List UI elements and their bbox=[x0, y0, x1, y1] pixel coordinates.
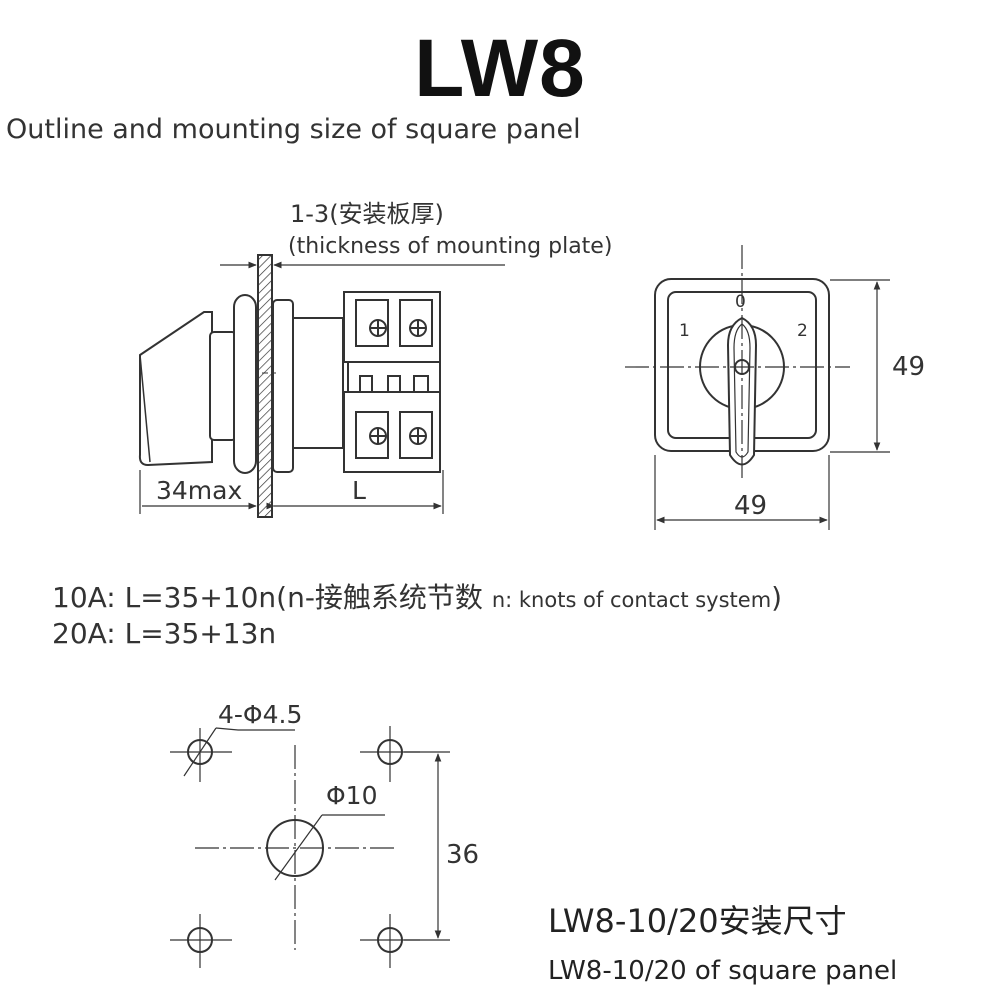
dimension-width-49: 49 bbox=[734, 491, 768, 521]
dimension-36: 36 bbox=[446, 840, 480, 870]
mounting-diagram bbox=[170, 726, 420, 968]
front-view-dimensions bbox=[654, 279, 890, 530]
hole-top-left bbox=[170, 727, 232, 782]
mounting-dimensions bbox=[404, 751, 450, 941]
front-view bbox=[625, 245, 850, 478]
caption-cn: LW8-10/20安装尺寸 bbox=[548, 902, 847, 940]
bezel bbox=[233, 294, 257, 474]
hole-bottom-left bbox=[170, 914, 232, 968]
mounting-holes-label: 4-Φ4.5 bbox=[218, 700, 303, 729]
knob-base bbox=[209, 331, 237, 441]
contact-block-lower bbox=[343, 391, 441, 473]
side-view bbox=[138, 254, 441, 518]
shaft-housing bbox=[292, 317, 344, 449]
dimension-height-49: 49 bbox=[892, 352, 926, 382]
hole-top-right bbox=[360, 726, 420, 782]
contact-block-middle bbox=[347, 362, 441, 393]
hole-bottom-right bbox=[360, 914, 420, 968]
page-subtitle: Outline and mounting size of square pane… bbox=[6, 114, 581, 145]
dimension-L: L bbox=[352, 476, 366, 505]
mounting-plate bbox=[257, 254, 273, 518]
formula-10a: 10A: L=35+10n(n-接触系统节数 n: knots of conta… bbox=[52, 584, 782, 612]
handle-shape bbox=[138, 311, 213, 467]
switch-position-2: 2 bbox=[797, 321, 808, 341]
caption-en: LW8-10/20 of square panel bbox=[548, 956, 898, 986]
switch-position-1: 1 bbox=[679, 321, 690, 341]
formula-10a-note: n: knots of contact system bbox=[491, 588, 772, 612]
side-view-dimensions bbox=[139, 261, 505, 514]
thickness-label-cn: 1-3(安装板厚) bbox=[290, 200, 444, 228]
formula-10a-main: 10A: L=35+10n(n-接触系统节数 bbox=[52, 581, 492, 614]
center-hole-label: Φ10 bbox=[326, 781, 378, 810]
nut bbox=[272, 299, 294, 473]
dimension-34max: 34max bbox=[156, 476, 243, 505]
formula-20a: 20A: L=35+13n bbox=[52, 617, 277, 650]
switch-position-0: 0 bbox=[735, 292, 746, 312]
center-hole bbox=[195, 745, 395, 950]
thickness-label-en: (thickness of mounting plate) bbox=[288, 234, 613, 259]
formula-10a-close: ) bbox=[771, 581, 783, 614]
contact-block-upper bbox=[343, 291, 441, 363]
page-title: LW8 bbox=[414, 23, 586, 114]
